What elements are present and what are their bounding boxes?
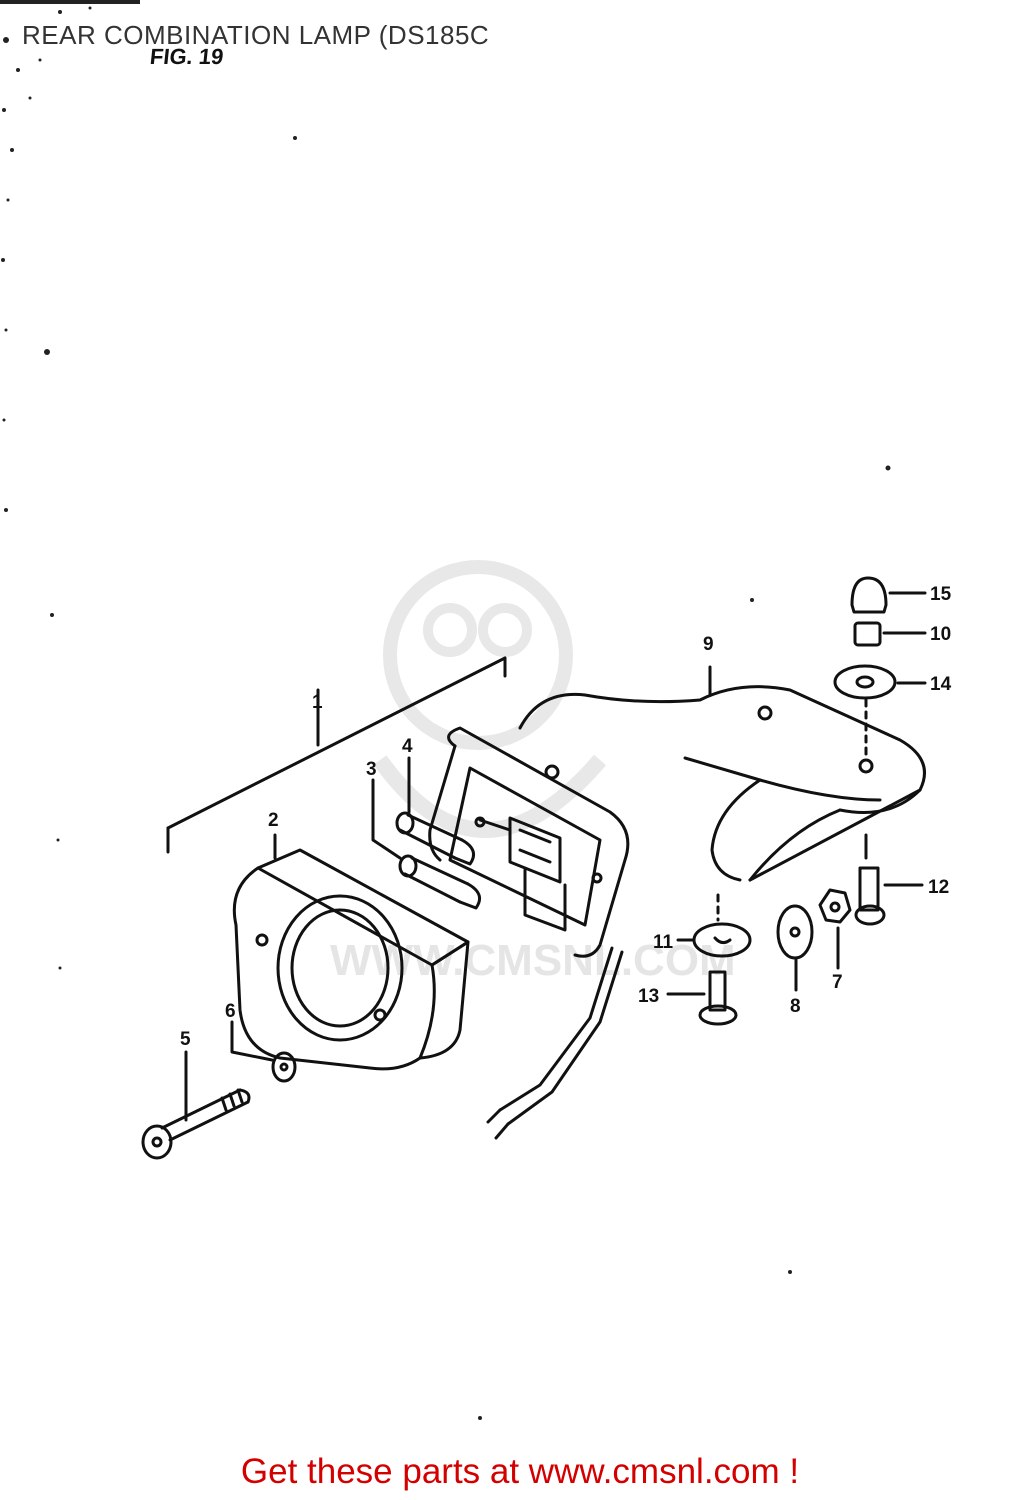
- callout-5: 5: [180, 1029, 191, 1050]
- callout-13: 13: [638, 986, 659, 1007]
- callout-2: 2: [268, 810, 279, 831]
- callout-labels: 1 2 3 4 5 6 7 8 9 10 11 12 13 14 15: [180, 584, 952, 1050]
- nut-7: [818, 888, 852, 970]
- page-title: REAR COMBINATION LAMP (DS185C: [22, 20, 490, 50]
- callout-4: 4: [402, 736, 413, 757]
- watermark: WWW.CMSNL.COM: [330, 560, 736, 985]
- callout-1: 1: [312, 692, 323, 713]
- assembly-bracket: [166, 656, 507, 854]
- bolt-12: [854, 833, 924, 926]
- callout-9: 9: [703, 634, 714, 655]
- cap-nut: [850, 576, 927, 614]
- washer-6: [230, 1020, 297, 1083]
- callout-6: 6: [225, 1001, 236, 1022]
- cushion: [853, 621, 927, 647]
- lamp-base-plate: [428, 726, 630, 958]
- parts-link[interactable]: Get these parts at www.cmsnl.com !: [240, 1452, 800, 1491]
- screw-13: [666, 970, 738, 1026]
- long-bolt-5: [141, 1050, 251, 1160]
- mounting-bracket: [518, 665, 926, 882]
- callout-15: 15: [930, 584, 952, 605]
- callout-12: 12: [928, 877, 949, 898]
- washer-14: [833, 664, 927, 762]
- callout-8: 8: [790, 996, 801, 1017]
- washer-8: [776, 904, 814, 992]
- callout-11: 11: [653, 932, 674, 953]
- callout-14: 14: [930, 674, 952, 695]
- washer-11: [676, 893, 752, 958]
- wire-harness: [486, 946, 624, 1140]
- callout-10: 10: [930, 624, 951, 645]
- scan-noise: [0, 0, 891, 1420]
- socket-block: [478, 816, 567, 932]
- bulbs: [395, 811, 482, 910]
- callout-3: 3: [366, 759, 377, 780]
- callout-7: 7: [832, 972, 843, 993]
- lens-housing: [232, 848, 470, 1071]
